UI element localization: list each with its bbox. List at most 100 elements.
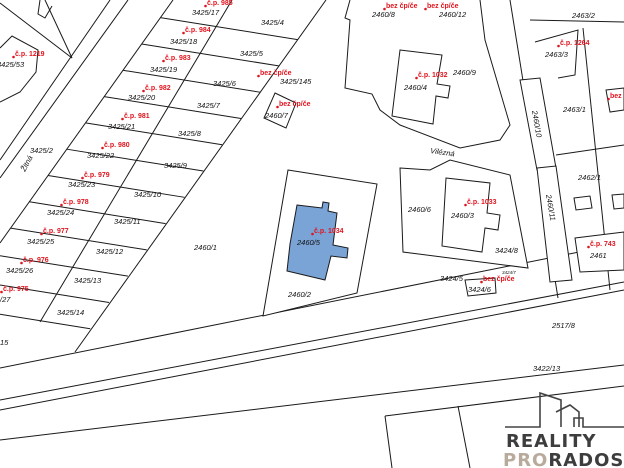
parcel-label: 3425/17 [192, 8, 220, 17]
house-number-dot [40, 232, 43, 236]
house-number: č.p. 1264 [560, 40, 590, 47]
house-number: č.p. 982 [145, 85, 171, 92]
house-number: bez [610, 93, 622, 100]
parcel-label: 3425/19 [150, 65, 178, 74]
house-number-dot [101, 146, 104, 150]
parcel-label: 3424/7 [502, 270, 516, 275]
house-number-dot [311, 232, 314, 236]
house-number: č.p. 975 [3, 286, 29, 293]
house-number: bez čp/če [279, 101, 311, 108]
parcel-label: 2460/5 [296, 238, 321, 247]
parcel-label: 3425/26 [6, 266, 34, 275]
parcel-label: 3425/10 [134, 190, 162, 199]
parcel-label: 2463/3 [544, 50, 569, 59]
parcel-label: 3425/14 [57, 308, 84, 317]
house-number-dot [257, 74, 260, 78]
house-number: č.p. 1219 [15, 51, 45, 58]
reality-proradost-logo: REALITY PRORADOST [503, 391, 624, 468]
parcel-label: 2461 [589, 251, 607, 260]
parcel-label: 2460/1 [193, 243, 217, 252]
parcel-label: 2460/6 [407, 205, 432, 214]
parcel-label: 3425/8 [178, 129, 202, 138]
highlighted-building-2460-5[interactable] [286, 201, 349, 281]
house-number: bez čp/če [427, 3, 459, 10]
house-number-dot [557, 44, 560, 48]
parcel-label: 2462/1 [577, 173, 601, 182]
parcel-label: 3425/21 [108, 122, 135, 131]
house-number-dot [480, 280, 483, 284]
parcel-label: 3425/4 [261, 18, 284, 27]
parcel-label: 3425/18 [170, 37, 198, 46]
parcel-label: 3425/7 [197, 101, 221, 110]
logo-text-radost: RADOST [548, 450, 624, 468]
parcel-label: 3424/6 [468, 285, 492, 294]
svg-text:PRORADOST: PRORADOST [503, 450, 624, 468]
house-number: č.p. 743 [590, 241, 616, 248]
plot-lines [0, 17, 298, 330]
parcel-label: 2460/4 [403, 83, 427, 92]
house-number: č.p. 981 [124, 113, 150, 120]
parcel-label: 2463/1 [562, 105, 586, 114]
house-number-dot [121, 117, 124, 121]
house-number-dot [464, 203, 467, 207]
house-number-dot [60, 203, 63, 207]
parcel-label: 2460/2 [287, 290, 312, 299]
house-number-dot [607, 97, 610, 101]
house-number-dot [81, 176, 84, 180]
house-number: č.p. 984 [185, 27, 211, 34]
parcel-label: 2460/7 [264, 111, 289, 120]
parcel-label: /27 [0, 295, 11, 304]
house-number-dot [12, 55, 15, 59]
house-number: č.p. 977 [43, 228, 69, 235]
house-number-dot [162, 59, 165, 63]
parcel-label: 3425/9 [164, 161, 188, 170]
parcel-label: 3425/145 [280, 77, 312, 86]
parcel-label: 3425/11 [114, 217, 141, 226]
house-number: č.p. 978 [63, 199, 89, 206]
house-number: bez čp/če [483, 276, 515, 283]
house-number: bez čp/če [260, 70, 292, 77]
house-number: č.p. 980 [104, 142, 130, 149]
house-number: č.p. 1033 [467, 199, 497, 206]
parcel-label: 3425/2 [30, 146, 54, 155]
plot-boundary [66, 148, 204, 172]
parcel-label: 3425/23 [68, 180, 96, 189]
plot-boundary [10, 227, 147, 251]
plot-boundary [85, 122, 223, 146]
parcel-label: 3424/8 [495, 246, 519, 255]
plot-boundary [104, 96, 242, 119]
plot-boundary [160, 17, 298, 41]
plot-boundary [0, 313, 91, 330]
parcel-label: 3425/20 [128, 93, 156, 102]
parcel-label: 3424/5 [440, 274, 464, 283]
parcel-label: 2460/12 [438, 10, 467, 19]
plot-boundary [122, 69, 260, 93]
parcel-label: 3425/53 [0, 60, 25, 69]
street-label-vilezna: Vilézná [430, 146, 455, 158]
house-number-labels: č.p. 985 č.p. 984 č.p. 983 č.p. 982 č.p.… [3, 0, 622, 293]
plot-boundary [47, 174, 185, 198]
house-number-dot [424, 7, 427, 11]
plot-boundary [141, 43, 279, 67]
parcel-label: 2460/9 [452, 68, 477, 77]
parcel-label: 3425/5 [240, 49, 264, 58]
logo-text-pro: PRO [503, 450, 548, 468]
house-number-dot [142, 89, 145, 93]
house-number: bez čp/če [386, 3, 418, 10]
house-number-dot [383, 7, 386, 11]
logo-skyline-icon [505, 391, 562, 428]
house-number: č.p. 985 [207, 0, 233, 7]
house-number: č.p. 1034 [314, 228, 344, 235]
parcel-label: 3425/22 [87, 151, 115, 160]
plot-boundary [0, 284, 110, 303]
parcel-label: 3425/6 [213, 79, 237, 88]
parcel-label: 3422/13 [533, 364, 561, 373]
house-number: č.p. 979 [84, 172, 110, 179]
house-number-dot [182, 31, 185, 35]
house-number-dot [204, 4, 207, 8]
parcel-label: 3425/24 [47, 208, 74, 217]
house-number-dot [587, 245, 590, 249]
parcel-label: 3425/25 [27, 237, 55, 246]
